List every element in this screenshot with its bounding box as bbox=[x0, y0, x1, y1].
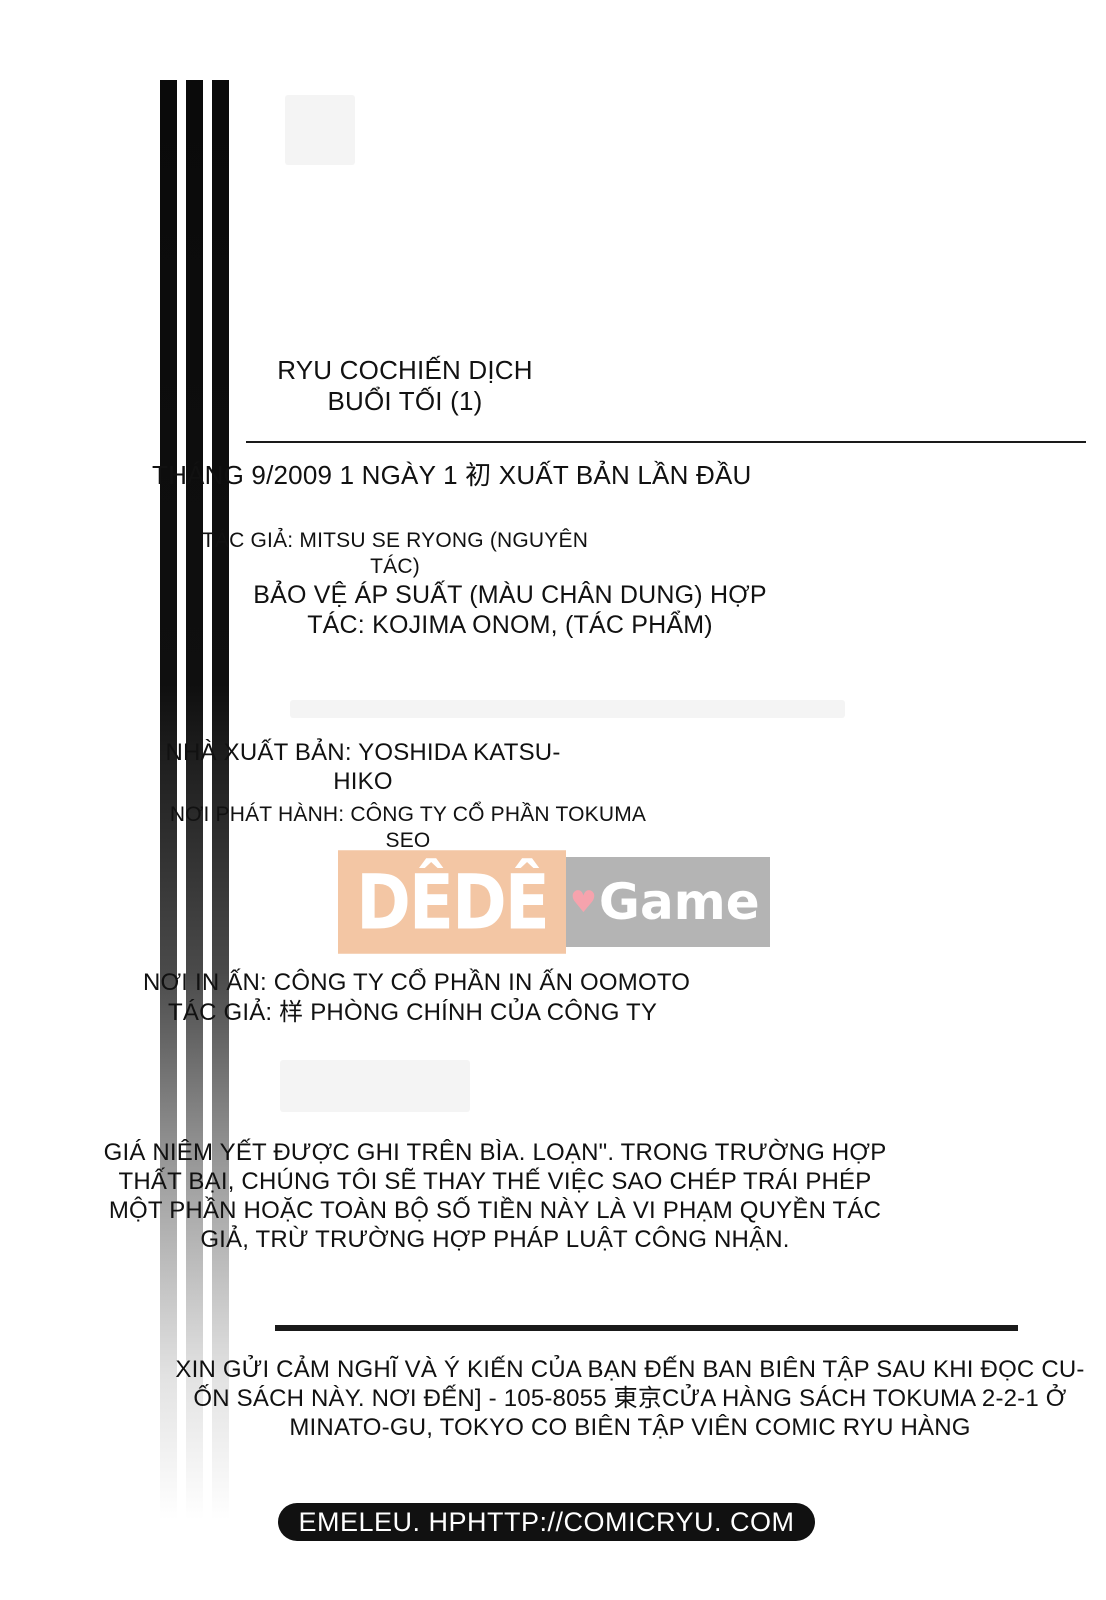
ghost-mark bbox=[290, 700, 845, 718]
heart-icon: ♥ bbox=[570, 884, 597, 920]
feedback-address-line: ỐN SÁCH NÀY. NƠI ĐẾN] - 105-8055 東京CỬA H… bbox=[193, 1385, 1067, 1412]
artist-credit-line: BẢO VỆ ÁP SUẤT (MÀU CHÂN DUNG) HỢP bbox=[253, 581, 767, 609]
distributor-credit-line: SEO bbox=[385, 829, 431, 852]
copyright-notice-line: GIÁ NIÊM YẾT ĐƯỢC GHI TRÊN BÌA. LOẠN". T… bbox=[103, 1139, 887, 1166]
feedback-address: XIN GỬI CẢM NGHĨ VÀ Ý KIẾN CỦA BẠN ĐẾN B… bbox=[175, 1355, 1085, 1442]
feedback-address-line: XIN GỬI CẢM NGHĨ VÀ Ý KIẾN CỦA BẠN ĐẾN B… bbox=[175, 1356, 1085, 1383]
author-credit: TÁC GIẢ: MITSU SE RYONG (NGUYÊN TÁC) bbox=[200, 528, 590, 580]
printer-credit: NƠI IN ẤN: CÔNG TY CỔ PHẦN IN ẤN OOMOTO bbox=[143, 969, 691, 996]
footer-rule bbox=[275, 1325, 1018, 1331]
distributor-credit: NƠI PHÁT HÀNH: CÔNG TY CỔ PHẦN TOKUMA SE… bbox=[156, 802, 660, 854]
watermark-left: DÊDÊ bbox=[338, 850, 566, 954]
publisher-credit-line: NHÀ XUẤT BẢN: YOSHIDA KATSU- bbox=[165, 739, 561, 766]
decorative-bar-2 bbox=[186, 80, 203, 1520]
publisher-credit-line: HIKO bbox=[333, 768, 393, 795]
feedback-address-line: MINATO-GU, TOKYO CO BIÊN TẬP VIÊN COMIC … bbox=[289, 1414, 971, 1441]
copyright-notice-line: THẤT BẠI, CHÚNG TÔI SẼ THAY THẾ VIỆC SAO… bbox=[118, 1168, 872, 1195]
dede-game-watermark: DÊDÊ ♥ Game bbox=[338, 850, 770, 954]
copyright-notice-line: GIẢ, TRỪ TRƯỜNG HỢP PHÁP LUẬT CÔNG NHẬN. bbox=[200, 1226, 790, 1253]
distributor-credit-line: NƠI PHÁT HÀNH: CÔNG TY CỔ PHẦN TOKUMA bbox=[169, 803, 647, 826]
ghost-mark bbox=[280, 1060, 470, 1112]
title-rule bbox=[246, 441, 1086, 443]
publisher-credit: NHÀ XUẤT BẢN: YOSHIDA KATSU- HIKO bbox=[162, 738, 564, 796]
copyright-notice-line: MỘT PHẦN HOẶC TOÀN BỘ SỐ TIỀN NÀY LÀ VI … bbox=[108, 1197, 882, 1224]
office-credit: TÁC GIẢ: 样 PHÒNG CHÍNH CỦA CÔNG TY bbox=[168, 999, 658, 1026]
copyright-notice: GIÁ NIÊM YẾT ĐƯỢC GHI TRÊN BÌA. LOẠN". T… bbox=[95, 1138, 895, 1254]
artist-credit-line: TÁC: KOJIMA ONOM, (TÁC PHẨM) bbox=[307, 611, 713, 639]
book-title-line: RYU COCHIẾN DỊCH bbox=[277, 355, 533, 385]
book-title-line: BUỔI TỐI (1) bbox=[327, 386, 483, 416]
ghost-mark bbox=[285, 95, 355, 165]
author-credit-line: TÁC GIẢ: MITSU SE RYONG (NGUYÊN bbox=[201, 529, 589, 552]
watermark-game-label: Game bbox=[598, 873, 760, 931]
watermark-right: ♥ Game bbox=[566, 857, 770, 947]
decorative-bar-1 bbox=[160, 80, 177, 1520]
artist-credit: BẢO VỆ ÁP SUẤT (MÀU CHÂN DUNG) HỢP TÁC: … bbox=[250, 580, 770, 640]
author-credit-line: TÁC) bbox=[370, 555, 420, 578]
book-title: RYU COCHIẾN DỊCH BUỔI TỐI (1) bbox=[250, 355, 560, 417]
website-url: EMELEU. HPHTTP://COMICRYU. COM bbox=[278, 1503, 815, 1541]
edition-line: THÁNG 9/2009 1 NGÀY 1 初 XUẤT BẢN LẦN ĐẦU bbox=[152, 460, 752, 490]
decorative-bar-3 bbox=[212, 80, 229, 1520]
